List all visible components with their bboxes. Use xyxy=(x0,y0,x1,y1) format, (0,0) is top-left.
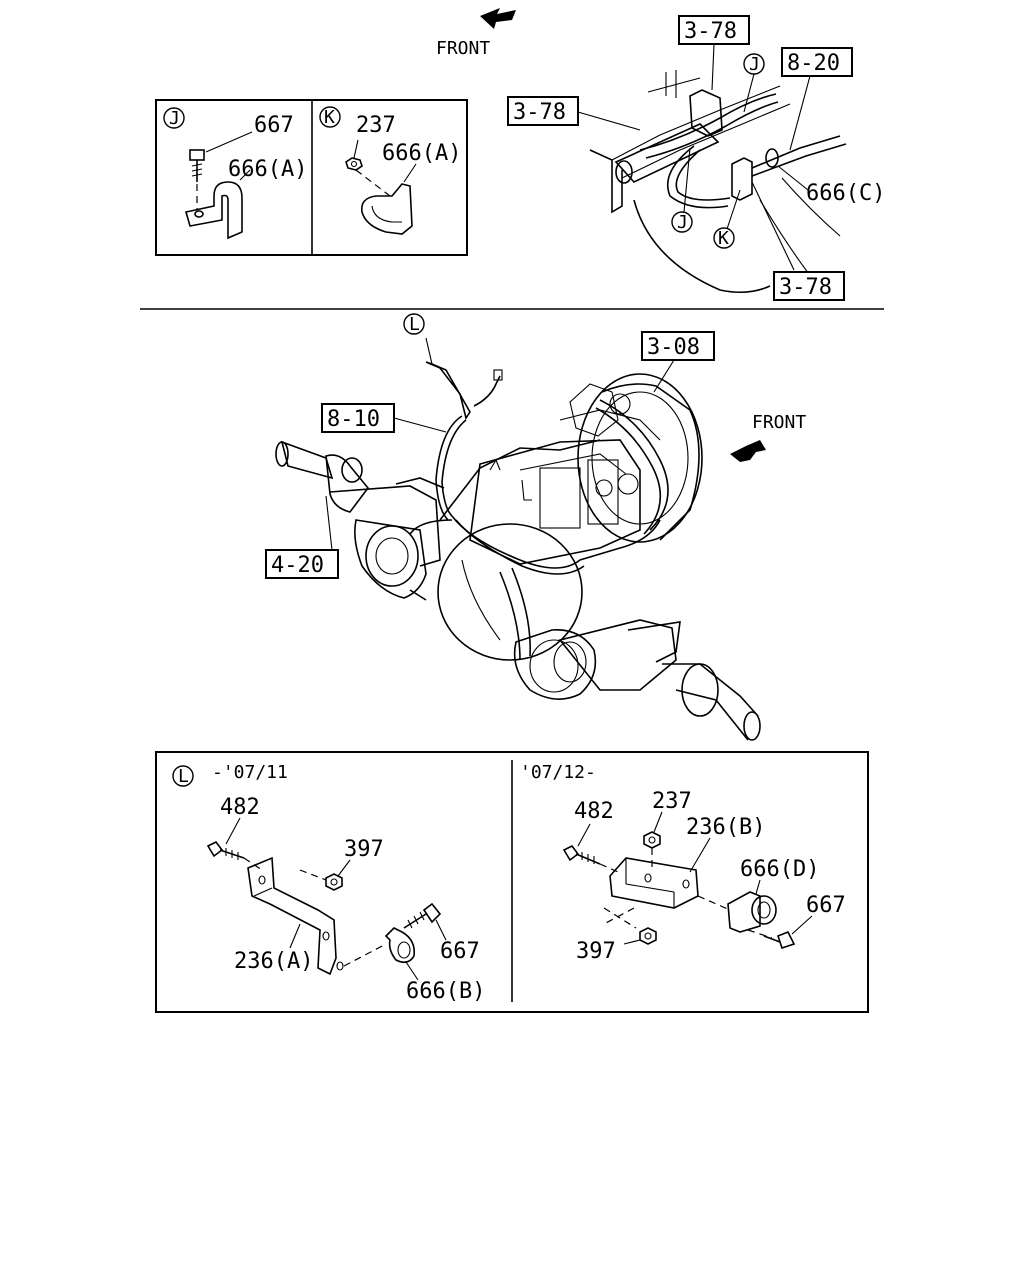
svg-text:3-78: 3-78 xyxy=(779,275,832,300)
clip-666a-icon xyxy=(184,181,243,240)
nut-237-icon xyxy=(345,157,363,171)
top-view-part-666c: 666(C) xyxy=(806,181,885,206)
callout-j-bottom: J xyxy=(671,211,693,233)
detail-j-part-667: 667 xyxy=(254,113,294,138)
detail-l-new-part-397: 397 xyxy=(576,939,616,964)
bracket-236a-icon xyxy=(247,856,344,976)
svg-text:3-78: 3-78 xyxy=(684,19,737,44)
motor-block xyxy=(469,439,641,565)
front-arrow-mid-icon xyxy=(730,440,766,462)
ref-box-8-20: 8-20 xyxy=(781,47,853,77)
bolt-482-icon xyxy=(206,840,245,860)
bolt-667-new-icon xyxy=(763,930,796,950)
bolt-482-new-icon xyxy=(562,844,601,865)
bracket-l-sketch xyxy=(425,337,503,420)
front-arrow-top-icon xyxy=(480,8,516,29)
main-axle-view xyxy=(275,337,761,741)
bolt-667-icon xyxy=(189,149,205,182)
front-label-top: FRONT xyxy=(436,38,490,59)
svg-text:J: J xyxy=(749,54,760,75)
detail-box-jk xyxy=(155,99,468,256)
detail-k-part-237: 237 xyxy=(356,113,396,138)
ref-box-4-20: 4-20 xyxy=(265,549,339,579)
detail-l-new-part-237: 237 xyxy=(652,789,692,814)
detail-j-circle xyxy=(163,107,185,129)
svg-text:8-10: 8-10 xyxy=(327,407,380,432)
ref-box-3-08: 3-08 xyxy=(641,331,715,361)
detail-k: K 237 666(A) xyxy=(319,106,461,235)
front-label-mid: FRONT xyxy=(752,412,806,433)
svg-text:3-08: 3-08 xyxy=(647,335,700,360)
ref-box-8-10: 8-10 xyxy=(321,403,395,433)
detail-l-new-part-236b: 236(B) xyxy=(686,815,765,840)
wiring-harness xyxy=(409,399,669,661)
differential-housing xyxy=(437,439,601,661)
svg-text:8-20: 8-20 xyxy=(787,51,840,76)
brake-drum xyxy=(559,373,703,543)
ref-box-3-78-c: 3-78 xyxy=(773,271,845,301)
detail-k-part-666a: 666(A) xyxy=(382,141,461,166)
svg-text:3-78: 3-78 xyxy=(513,100,566,125)
callout-l-main: L xyxy=(403,313,425,335)
svg-text:L: L xyxy=(409,314,420,335)
detail-l-new-part-666d: 666(D) xyxy=(740,857,819,882)
nut-397-new-icon xyxy=(639,927,657,945)
clip-666b-icon xyxy=(384,927,416,964)
detail-k-tag: K xyxy=(324,107,335,128)
callout-j-top: J xyxy=(743,53,765,75)
nut-237-new-icon xyxy=(643,831,661,849)
top-view xyxy=(577,43,847,294)
detail-j-tag: J xyxy=(169,108,180,129)
nut-397-icon xyxy=(325,873,343,891)
detail-j-part-666a: 666(A) xyxy=(228,157,307,182)
detail-l-old-part-667: 667 xyxy=(440,939,480,964)
detail-l-old-part-236a: 236(A) xyxy=(234,949,313,974)
svg-text:4-20: 4-20 xyxy=(271,553,324,578)
left-brake-chamber xyxy=(354,519,427,601)
right-brake-chamber xyxy=(513,629,597,700)
detail-l-old-period: -'07/11 xyxy=(212,762,288,783)
detail-l-new: '07/12- 482 237 236(B) 3 xyxy=(520,762,846,964)
detail-l-new-period: '07/12- xyxy=(520,762,596,783)
left-axle-shaft xyxy=(275,440,370,513)
right-axle-shaft xyxy=(558,619,761,741)
callout-k: K xyxy=(713,227,735,249)
clip-666a-k-icon xyxy=(360,183,413,235)
detail-l-old-part-482: 482 xyxy=(220,795,260,820)
detail-j: J 667 666(A) xyxy=(163,107,307,240)
detail-l-new-part-482: 482 xyxy=(574,799,614,824)
detail-l-new-part-667: 667 xyxy=(806,893,846,918)
clip-666d-icon xyxy=(727,891,777,933)
svg-text:K: K xyxy=(718,228,729,249)
ref-box-3-78-b: 3-78 xyxy=(507,96,579,126)
detail-l-old: L -'07/11 482 397 236(A) xyxy=(172,762,485,1004)
detail-l-old-part-397: 397 xyxy=(344,837,384,862)
ref-box-3-78-a: 3-78 xyxy=(678,15,750,45)
detail-k-circle xyxy=(319,106,341,128)
detail-l-tag: L xyxy=(178,766,189,787)
detail-l-circle xyxy=(172,765,194,787)
detail-box-l xyxy=(155,751,869,1013)
svg-text:J: J xyxy=(677,212,688,233)
bracket-236b-icon xyxy=(609,857,699,909)
detail-l-old-part-666b: 666(B) xyxy=(406,979,485,1004)
bolt-667-l-icon xyxy=(403,902,442,929)
